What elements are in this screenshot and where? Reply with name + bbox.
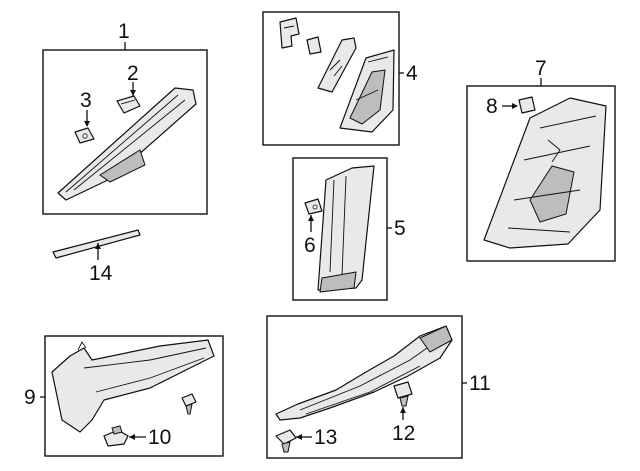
clip-part-6[interactable]: [304, 198, 323, 232]
callout-1: 1: [118, 20, 130, 43]
clip-part-2[interactable]: [116, 82, 141, 114]
callout-10: 10: [148, 426, 171, 449]
rear-sill-plate-part[interactable]: [275, 325, 453, 421]
callout-12: 12: [392, 422, 415, 445]
callout-8: 8: [486, 95, 498, 118]
bracket-part-4a[interactable]: [279, 17, 300, 49]
molding-strip-part[interactable]: [52, 229, 141, 260]
callout-13: 13: [314, 426, 337, 449]
trim-panel-part-4c[interactable]: [317, 37, 357, 93]
callout-3: 3: [80, 89, 92, 112]
callout-5: 5: [394, 217, 406, 240]
push-pin-part-13[interactable]: [275, 429, 312, 453]
clip-part-3[interactable]: [74, 110, 95, 144]
quarter-trim-panel-part[interactable]: [483, 97, 607, 249]
b-pillar-lower-trim-part[interactable]: [317, 165, 375, 293]
callout-2: 2: [127, 62, 139, 85]
callout-9: 9: [24, 386, 36, 409]
a-pillar-trim-part[interactable]: [57, 87, 197, 201]
push-pin-part-9a[interactable]: [181, 393, 197, 415]
callout-4: 4: [406, 62, 418, 85]
clip-part-4b[interactable]: [306, 36, 322, 55]
callout-7: 7: [535, 57, 547, 80]
clip-part-8[interactable]: [502, 96, 536, 114]
callout-11: 11: [469, 372, 491, 395]
front-sill-plate-part[interactable]: [51, 339, 215, 433]
callout-14: 14: [89, 262, 113, 285]
b-pillar-upper-trim-part-4d[interactable]: [339, 49, 395, 133]
retainer-part-12[interactable]: [393, 381, 413, 420]
callout-6: 6: [304, 234, 316, 257]
push-clip-part-10[interactable]: [103, 425, 146, 447]
